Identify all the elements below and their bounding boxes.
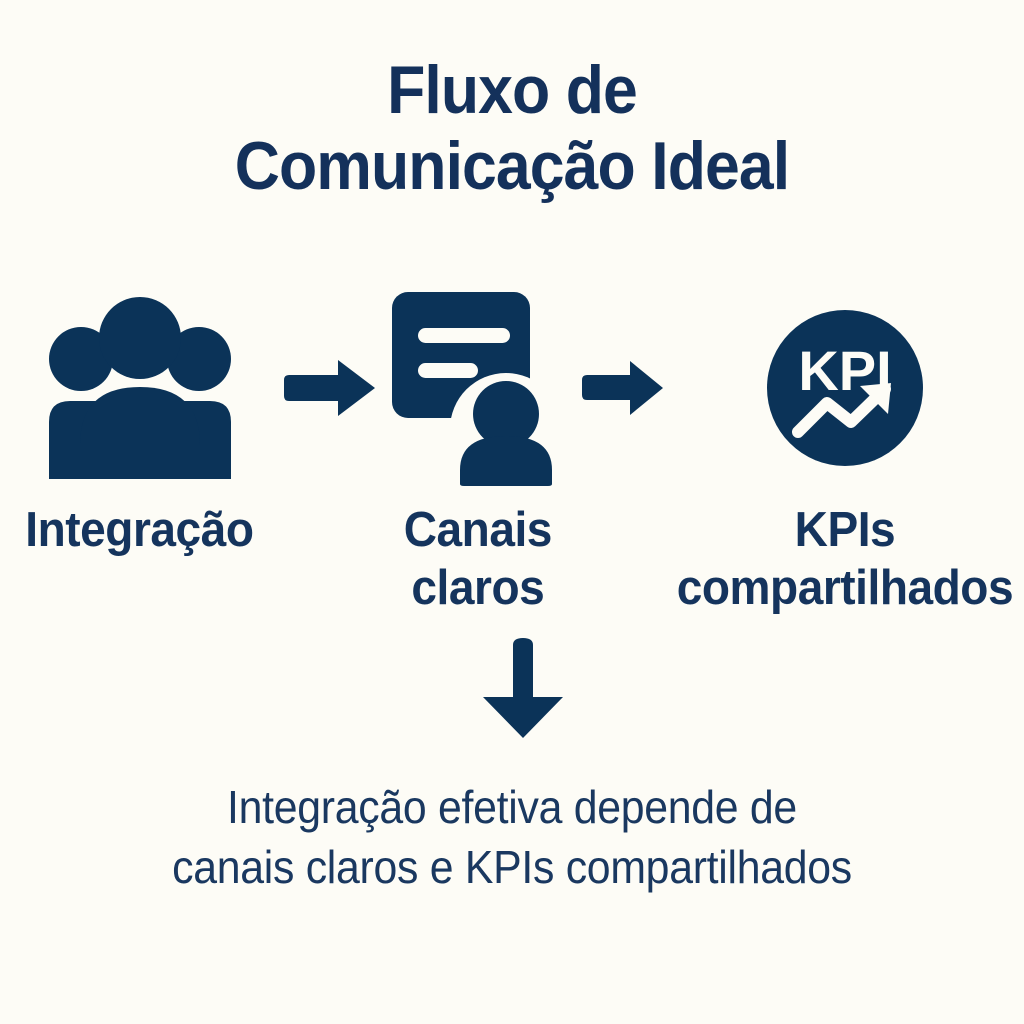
people-group-icon (35, 288, 245, 488)
page-title-line-1: Fluxo de (387, 52, 638, 128)
step-label-kpis-compartilhados: KPIs compartilhados (676, 503, 1014, 615)
message-card-person-icon (390, 288, 566, 488)
arrow-down-icon-wrapper (0, 635, 1024, 741)
kpi-circle-icon: KPI (765, 288, 925, 488)
process-flow-row: Integração (0, 288, 1024, 618)
step-integracao: Integração (0, 288, 280, 560)
summary-caption-line-2: canais claros e KPIs compartilhados (172, 840, 852, 893)
summary-caption: Integração efetiva depende de canais cla… (36, 778, 988, 898)
step-label-integracao: Integração (25, 503, 255, 557)
arrow-down-icon (475, 635, 571, 741)
page-title-line-2: Comunicação Ideal (234, 128, 790, 205)
step-label-canais-claros: Canais claros (403, 503, 553, 615)
step-canais-claros: Canais claros (378, 288, 578, 618)
page-title: Fluxo de Comunicação Ideal (41, 52, 983, 204)
summary-caption-line-1: Integração efetiva depende de (227, 781, 797, 833)
arrow-right-icon-2 (578, 288, 666, 488)
step-kpis-compartilhados: KPI KPIs compartilhados (666, 288, 1024, 618)
arrow-right-icon-1 (280, 288, 378, 488)
